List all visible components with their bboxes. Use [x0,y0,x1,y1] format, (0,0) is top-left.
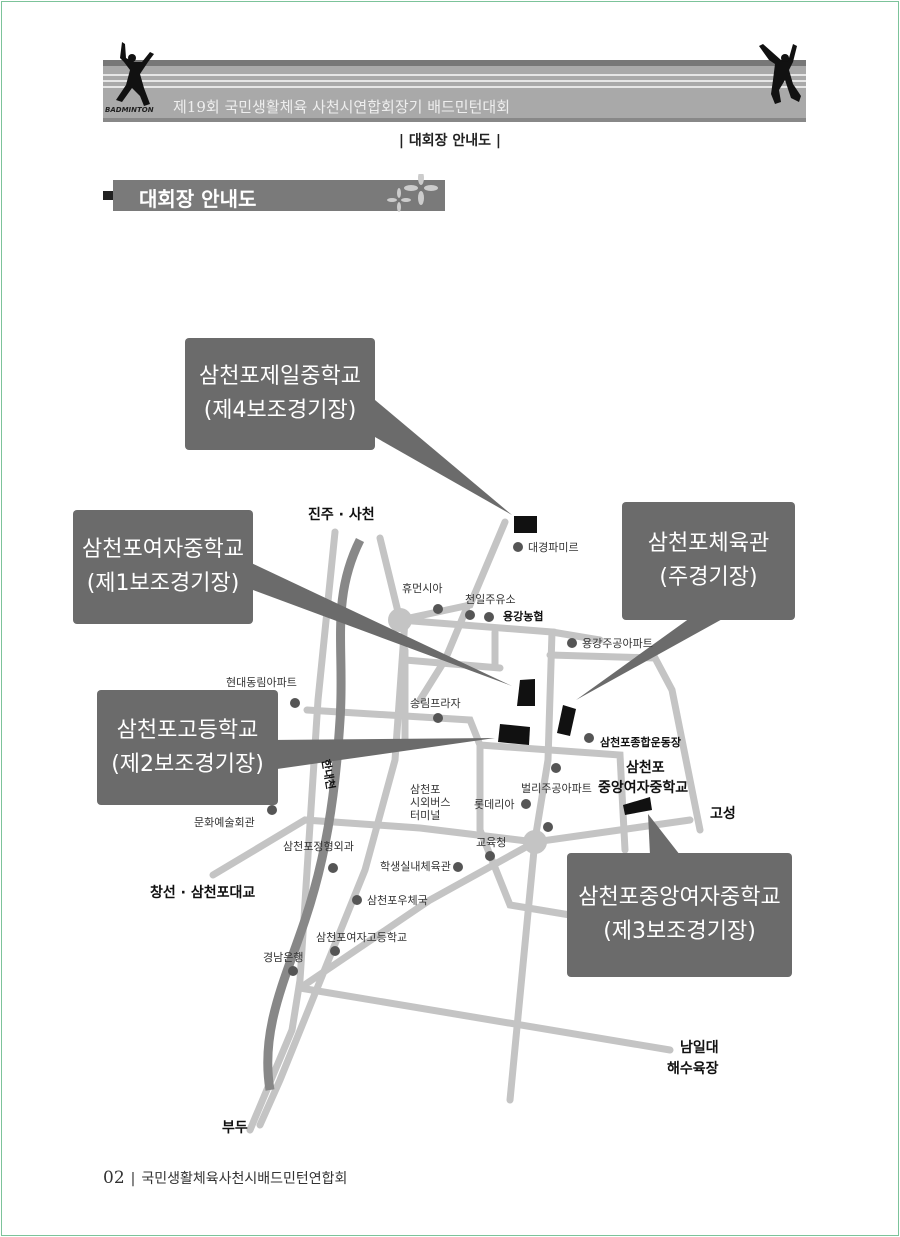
callout-name: 삼천포중앙여자중학교 [578,885,781,910]
landmark-label: 대경파미르 [528,541,579,554]
landmark-label: 터미널 [410,809,440,822]
landmark-label: 경남은행 [263,951,303,964]
brand-text: BADMINTON [105,106,154,114]
callout-name: 삼천포제일중학교 [199,364,361,389]
badminton-player-icon [116,42,154,106]
landmark-label: 벌리주공아파트 [521,782,592,795]
page-subtitle: | 대회장 안내도 | [398,133,502,149]
footer-org: 국민생활체육사천시배드민턴연합회 [141,1171,348,1187]
callout-main-venue: 삼천포체육관 (주경기장) [622,502,795,620]
landmark-label: 삼천포여자고등학교 [316,930,407,944]
callout-name: 삼천포체육관 [647,531,770,556]
callout-role: (주경기장) [659,565,758,590]
venue-building-main [557,705,576,736]
river-label: 한내천 [319,758,338,790]
landmark-label: 삼천포정형외과 [283,839,354,853]
landmark-label: 삼천포종합운동장 [600,735,681,749]
callout-venue-3: 삼천포중앙여자중학교 (제3보조경기장) [567,853,792,977]
venue-building-3 [623,797,652,815]
venue-buildings [498,516,652,815]
landmark-label: 문화예술회관 [194,816,255,829]
landmark-label: 용강주공아파트 [582,637,653,650]
landmark-label: 교육청 [476,836,506,849]
badminton-player-icon [759,44,801,104]
section-marker [103,191,121,200]
roads [209,518,704,1134]
callout-role: (제2보조경기장) [111,751,264,777]
venue-building-2 [498,724,530,745]
landmark-label: 휴먼시아 [402,582,442,595]
roundabout [388,608,412,632]
callout-name: 삼천포고등학교 [116,717,259,743]
direction-label: 창선 · 삼천포대교 [150,884,255,901]
river [263,537,365,1091]
landmark-label: 중앙여자중학교 [598,779,688,796]
landmark-label: 시외버스 [410,796,450,809]
callout-role: (제3보조경기장) [603,919,756,944]
venue-building-4 [514,516,537,533]
landmark-label: 삼천포 [410,782,440,796]
callout-venue-4: 삼천포제일중학교 (제4보조경기장) [185,338,375,450]
roundabout [523,830,547,854]
event-title: 제19회 국민생활체육 사천시연합회장기 배드민턴대회 [173,98,510,116]
callout-venue-1: 삼천포여자중학교 (제1보조경기장) [73,510,253,624]
landmark-label: 송림프라자 [410,697,461,710]
landmark-label: 롯데리아 [474,798,514,811]
landmark-label: 삼천포우체국 [367,893,428,907]
direction-label: 부두 [222,1120,248,1136]
header-banner: BADMINTON 제19회 국민생활체육 사천시연합회장기 배드민턴대회 [103,60,806,122]
direction-label: 진주 · 사천 [308,506,375,523]
direction-label: 고성 [710,806,736,822]
callout-pointers [245,400,735,855]
direction-label: 해수육장 [667,1060,719,1077]
landmark-label: 현대동림아파트 [226,676,297,689]
callout-name: 삼천포여자중학교 [82,537,244,562]
direction-label: 남일대 [680,1039,719,1056]
callout-role: (제4보조경기장) [203,398,357,423]
callout-role: (제1보조경기장) [86,571,240,596]
landmark-dots [267,542,594,976]
landmark-label: 학생실내체육관 [380,860,451,873]
landmark-label: 삼천포 [626,760,665,776]
section-header: 대회장 안내도 [113,174,445,212]
venue-building-1 [517,679,535,706]
landmark-label: 용강농협 [503,609,543,623]
section-title: 대회장 안내도 [139,187,257,211]
flower-icon [387,174,438,212]
callout-venue-2: 삼천포고등학교 (제2보조경기장) [97,690,278,805]
page-number: 02 [103,1168,125,1188]
landmark-label: 천일주유소 [465,592,516,606]
footer: 02|국민생활체육사천시배드민턴연합회 [103,1168,348,1188]
